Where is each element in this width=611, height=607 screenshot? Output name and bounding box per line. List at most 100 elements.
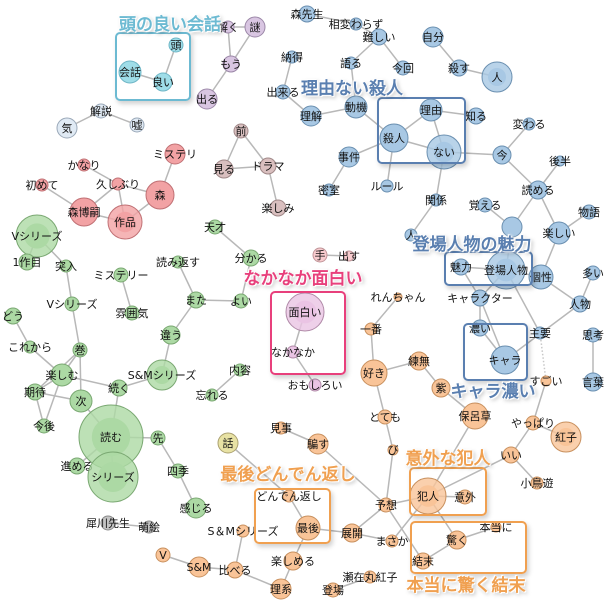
node-yosou[interactable]: 予想: [375, 497, 397, 513]
node-tsuzuku[interactable]: 続く: [108, 379, 130, 397]
node-kuraberu[interactable]: 比べる: [219, 561, 252, 579]
node-saikawa[interactable]: 犀川先生: [86, 515, 130, 531]
node-ichiban[interactable]: 一番: [360, 322, 382, 336]
node-ooi[interactable]: 多い: [582, 265, 604, 281]
node-dou[interactable]: どう: [2, 307, 24, 325]
node-hito2[interactable]: 人: [404, 228, 418, 242]
node-miru[interactable]: 見る: [213, 159, 235, 179]
node-character[interactable]: キャラクター: [447, 289, 513, 307]
node-v[interactable]: V: [155, 547, 171, 563]
node-sugoi[interactable]: すごい: [530, 374, 563, 388]
node-deru[interactable]: 出る: [196, 88, 218, 110]
node-kankei[interactable]: 関係: [425, 193, 447, 207]
node-toku[interactable]: 解く: [217, 20, 239, 34]
node-morihiroshi[interactable]: 森博嗣: [68, 197, 101, 227]
node-renchan[interactable]: れんちゃん: [371, 291, 426, 304]
node-yappari[interactable]: やっぱり: [511, 415, 555, 431]
node-atama[interactable]: 頭: [168, 37, 184, 53]
node-totsunyu[interactable]: 突入: [55, 259, 77, 273]
node-toujou[interactable]: 登場: [322, 582, 344, 598]
node-morisensei[interactable]: 森先生: [291, 5, 324, 23]
node-maki[interactable]: 巻: [72, 342, 88, 358]
node-mae[interactable]: 前: [233, 123, 249, 139]
node-miryoku[interactable]: 魅力: [450, 258, 472, 276]
node-moe[interactable]: 萌絵: [138, 520, 160, 534]
node-yomeru[interactable]: 読める: [522, 180, 555, 200]
node-satsujin[interactable]: 殺人: [379, 123, 409, 153]
node-rikei[interactable]: 理系: [270, 578, 292, 600]
node-konkai[interactable]: 今回: [392, 60, 414, 76]
node-wasureru[interactable]: 忘れる: [196, 388, 229, 402]
node-nakanaka[interactable]: なかなか: [271, 345, 315, 359]
node-tanoshii[interactable]: 楽しい: [543, 221, 576, 245]
node-muzukashii[interactable]: 難しい: [363, 28, 396, 46]
node-funiki[interactable]: 雰囲気: [116, 305, 149, 321]
node-jibun[interactable]: 自分: [422, 26, 444, 48]
node-rikai[interactable]: 理解: [300, 105, 322, 127]
node-tensai[interactable]: 天才: [204, 219, 226, 235]
node-uso[interactable]: 嘘: [129, 117, 145, 133]
node-mori[interactable]: 森: [145, 180, 175, 210]
node-rule[interactable]: ルール: [371, 179, 404, 193]
node-shiki[interactable]: 四季: [167, 463, 189, 479]
node-kyara[interactable]: キャラ: [489, 345, 522, 375]
node-te[interactable]: 手: [312, 247, 328, 263]
node-masaka[interactable]: まさか: [376, 534, 409, 548]
node-dekiru[interactable]: 出来る: [267, 84, 300, 100]
node-kongo[interactable]: 今後: [33, 418, 55, 434]
node-misuteri2[interactable]: ミステリー: [94, 267, 149, 283]
node-riyuu[interactable]: 理由: [419, 98, 443, 122]
node-damasu[interactable]: 騙す: [307, 433, 329, 455]
node-hanashi[interactable]: 話: [217, 432, 239, 454]
node-tanoshimu[interactable]: 楽しむ: [46, 363, 79, 387]
node-beniko[interactable]: 紅子: [550, 421, 582, 453]
node-susumeru[interactable]: 進める: [61, 457, 94, 475]
node-sezaimaru[interactable]: 瀬在丸紅子: [343, 570, 398, 584]
node-hontouni[interactable]: 本当に: [480, 520, 513, 534]
node-nai[interactable]: ない: [426, 134, 462, 170]
node-tenkai[interactable]: 展開: [341, 523, 363, 543]
node-tanoshimi[interactable]: 楽しみ: [262, 199, 295, 217]
node-smseries1[interactable]: S&Mシリーズ: [128, 359, 197, 391]
node-misuteri[interactable]: ミステリ: [153, 143, 197, 165]
node-dasu[interactable]: 出す: [338, 249, 360, 263]
node-yoi2[interactable]: よい: [230, 293, 252, 309]
node-vseries2[interactable]: Vシリーズ: [47, 296, 98, 312]
node-shikou[interactable]: 思考: [582, 327, 604, 343]
node-tanoshimeru[interactable]: 楽しめる: [271, 551, 315, 571]
node-kaiwa[interactable]: 会話: [118, 60, 142, 84]
node-kanjiru[interactable]: 感じる: [180, 497, 213, 519]
node-saigo[interactable]: 最後: [295, 515, 321, 541]
node-korosu[interactable]: 殺す: [448, 59, 470, 77]
node-monogatari[interactable]: 物語: [578, 204, 600, 220]
node-hajimete[interactable]: 初めて: [26, 178, 59, 192]
node-korekara[interactable]: これから: [8, 340, 52, 354]
node-sm[interactable]: S&M: [186, 556, 212, 578]
node-shuyou[interactable]: 主要: [529, 326, 551, 340]
node-migoto[interactable]: 見事: [270, 421, 292, 435]
node-tsugi[interactable]: 次: [69, 389, 93, 413]
node-jiken[interactable]: 事件: [338, 146, 360, 168]
node-nattoku[interactable]: 納得: [281, 50, 303, 64]
node-yoi1[interactable]: 良い: [152, 72, 174, 92]
node-naiyou[interactable]: 内容: [229, 363, 251, 377]
node-wakaru[interactable]: 分かる: [235, 249, 268, 267]
node-hisashiburi[interactable]: 久しぶり: [96, 177, 140, 191]
node-toujoujinbutsu[interactable]: 登場人物: [484, 250, 528, 290]
node-kaisetsu[interactable]: 解説: [90, 103, 112, 119]
node-murasaki[interactable]: 紫: [431, 378, 451, 398]
node-kouhan[interactable]: 後半: [549, 154, 571, 168]
node-nazo[interactable]: 謎: [244, 16, 266, 38]
node-ii[interactable]: いい: [500, 446, 522, 464]
node-aikawarazu[interactable]: 相変わらず: [329, 17, 384, 31]
node-dondengaeshi[interactable]: どんでん返し: [256, 489, 322, 503]
node-mou[interactable]: もう: [220, 55, 242, 73]
node-ima[interactable]: 今: [492, 145, 512, 165]
node-hito[interactable]: 人: [481, 61, 513, 93]
node-vseries1[interactable]: Vシリーズ: [12, 214, 63, 258]
node-kataru[interactable]: 語る: [340, 56, 362, 70]
node-oboeru[interactable]: 覚える: [469, 197, 502, 213]
node-hokuresha[interactable]: 保呂草: [459, 402, 492, 430]
node-misshitsu[interactable]: 密室: [318, 183, 340, 197]
node-totemo[interactable]: とても: [369, 409, 401, 425]
